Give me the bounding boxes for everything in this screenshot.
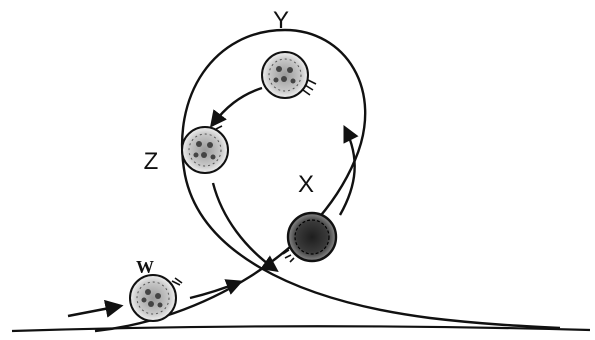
ball-w [129,274,183,322]
ball-x [282,211,338,263]
ball-z [181,121,229,174]
arrow-z-to-x [211,182,279,272]
arrow-x-to-y [338,124,359,216]
arrow-approach [67,299,124,318]
arrow-w-to-x [189,279,244,300]
label-y: Y [273,7,289,34]
ground-line [11,325,591,333]
label-x: X [298,171,314,198]
label-z: Z [144,148,159,175]
arrow-y-to-z [209,86,263,128]
label-w: W [136,257,154,277]
ball-y [261,51,317,99]
